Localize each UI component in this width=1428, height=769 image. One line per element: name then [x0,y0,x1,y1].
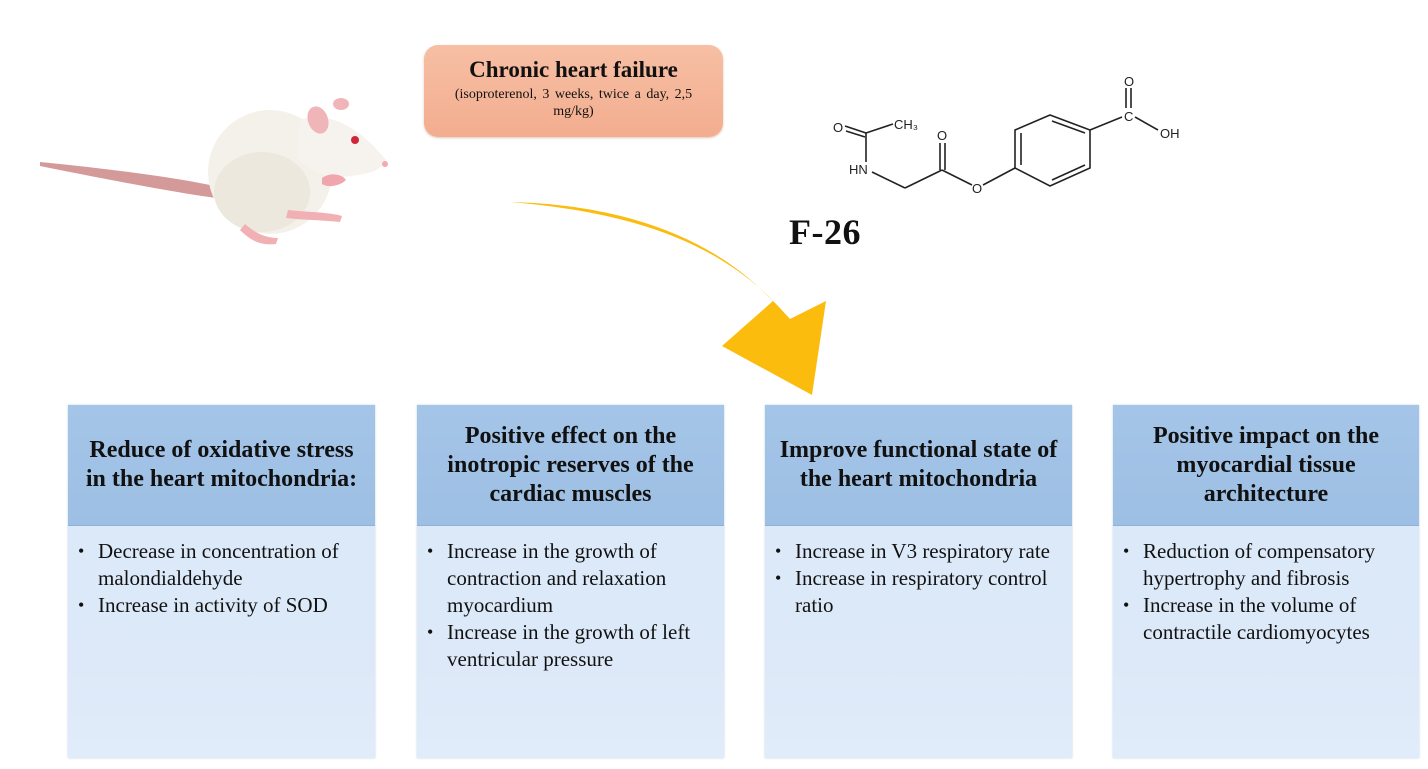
atom-ester-oxygen: O [972,181,982,196]
rat-body-shade [214,152,310,232]
curved-arrow-icon [510,202,826,395]
list-item: Decrease in concentration of malondialde… [78,538,365,592]
list-item: Increase in activity of SOD [78,592,365,619]
bullet-list: Increase in V3 respiratory rate Increase… [775,538,1062,619]
card-title: Improve functional state of the heart mi… [765,405,1072,526]
bullet-list: Reduction of compensatory hypertrophy an… [1123,538,1409,646]
chemical-structure: O CH₃ HN O O C O OH [833,74,1180,196]
rat-front-paw [322,174,346,187]
effect-card-inotropic-reserves: Positive effect on the inotropic reserve… [417,405,724,758]
rat-eye [351,136,359,144]
effect-card-oxidative-stress: Reduce of oxidative stress in the heart … [68,405,375,758]
disease-model-title: Chronic heart failure [469,57,678,82]
effect-card-mitochondria-function: Improve functional state of the heart mi… [765,405,1072,758]
rat-ear [307,106,329,134]
list-item: Increase in the growth of left ventricul… [427,619,714,673]
atom-carboxyl-carbon: C [1124,109,1133,124]
rat-tail [40,162,245,206]
bullet-list: Increase in the growth of contraction an… [427,538,714,673]
card-body: Increase in the growth of contraction an… [417,526,724,758]
rat-ear-back [333,98,349,110]
atom-acetyl-oxygen: O [833,120,843,135]
atom-amine: HN [849,162,868,177]
compound-label: F-26 [789,212,861,252]
structure-bonds [844,88,1159,189]
atom-methyl: CH₃ [894,117,918,132]
disease-model-box: Chronic heart failure (isoproterenol, 3 … [424,45,723,137]
rat-front-foot [286,210,342,222]
arrow-shape [510,202,826,395]
list-item: Reduction of compensatory hypertrophy an… [1123,538,1409,592]
bullet-list: Decrease in concentration of malondialde… [78,538,365,619]
card-title: Reduce of oxidative stress in the heart … [68,405,375,526]
card-body: Reduction of compensatory hypertrophy an… [1113,526,1419,758]
card-title: Positive impact on the myocardial tissue… [1113,405,1419,526]
card-body: Decrease in concentration of malondialde… [68,526,375,758]
rat-nose [382,161,388,167]
card-title: Positive effect on the inotropic reserve… [417,405,724,526]
atom-ester-carbonyl-oxygen: O [937,128,947,143]
list-item: Increase in respiratory control ratio [775,565,1062,619]
atom-carboxyl-oxygen: O [1124,74,1134,89]
rat-hind-foot [240,224,278,245]
list-item: Increase in the volume of contractile ca… [1123,592,1409,646]
disease-model-protocol: (isoproterenol, 3 weeks, twice a day, 2,… [454,87,693,119]
rat-icon [40,98,388,245]
effect-card-tissue-architecture: Positive impact on the myocardial tissue… [1113,405,1419,758]
list-item: Increase in V3 respiratory rate [775,538,1062,565]
atom-hydroxyl: OH [1160,126,1180,141]
card-body: Increase in V3 respiratory rate Increase… [765,526,1072,758]
list-item: Increase in the growth of contraction an… [427,538,714,619]
